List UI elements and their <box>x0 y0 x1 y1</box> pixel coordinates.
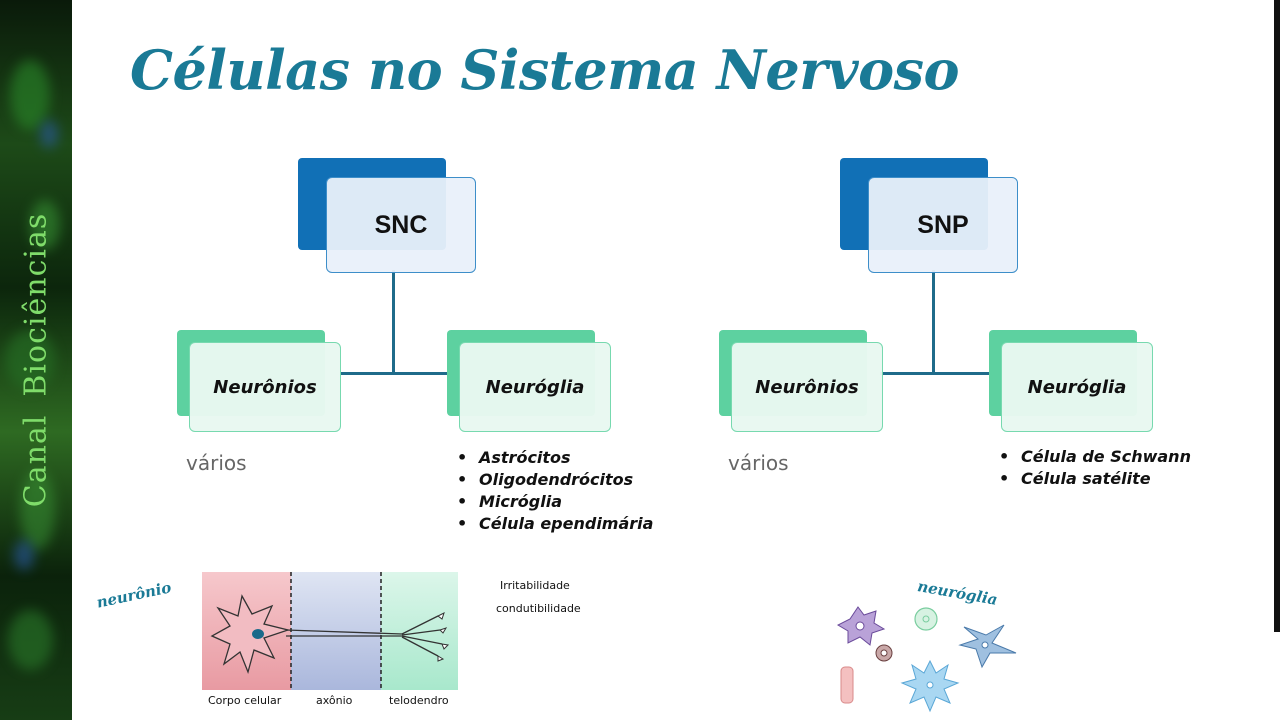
list-item: Célula de Schwann <box>997 446 1191 468</box>
list-item: Célula ependimária <box>455 513 653 535</box>
note-varios: vários <box>728 451 789 475</box>
neuron-part-label: Corpo celular <box>208 694 282 707</box>
neuron-part-label: axônio <box>316 694 353 707</box>
channel-word-2: Biociências <box>18 212 54 397</box>
slide-title: Células no Sistema Nervoso <box>130 38 960 102</box>
child-box-neuronios: Neurônios <box>189 342 341 432</box>
neuron-property: Irritabilidade <box>500 579 570 592</box>
neuron-part-label: telodendro <box>389 694 449 707</box>
neuron-property: condutibilidade <box>496 602 581 615</box>
neuroglia-list-snc: Astrócitos Oligodendrócitos Micróglia Cé… <box>455 447 653 535</box>
child-label: Neurônios <box>755 376 859 398</box>
connector-vertical <box>932 270 935 374</box>
cell-round-icon <box>914 607 938 631</box>
root-label: SNP <box>917 210 969 239</box>
root-label: SNC <box>374 210 428 239</box>
list-item: Célula satélite <box>997 468 1191 490</box>
list-item: Astrócitos <box>455 447 653 469</box>
child-box-neuroglia: Neuróglia <box>459 342 611 432</box>
neuroglia-cells-drawing <box>836 606 1017 713</box>
neuron-diagram <box>202 572 458 690</box>
right-edge-bar <box>1274 0 1280 632</box>
channel-name: Canal Biociências <box>19 160 54 560</box>
neuroglia-list-snp: Célula de Schwann Célula satélite <box>997 446 1191 490</box>
connector-vertical <box>392 270 395 374</box>
connector-horizontal <box>340 372 448 375</box>
child-label: Neurônios <box>213 376 317 398</box>
root-box-snp: SNP <box>868 177 1018 273</box>
root-box-snc: SNC <box>326 177 476 273</box>
list-item: Micróglia <box>455 491 653 513</box>
child-label: Neuróglia <box>485 376 585 398</box>
neuron-handwritten-label: neurônio <box>94 578 173 612</box>
ependymal-cell-icon <box>840 666 854 704</box>
connector-horizontal <box>880 372 990 375</box>
channel-word-1: Canal <box>18 414 54 508</box>
list-item: Oligodendrócitos <box>455 469 653 491</box>
note-varios: vários <box>186 451 247 475</box>
child-label: Neuróglia <box>1027 376 1127 398</box>
child-box-neuronios: Neurônios <box>731 342 883 432</box>
child-box-neuroglia: Neuróglia <box>1001 342 1153 432</box>
sidebar-strip: Canal Biociências <box>0 0 72 720</box>
